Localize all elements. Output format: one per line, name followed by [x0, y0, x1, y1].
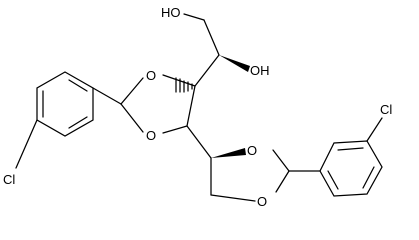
bond-c5-ch2 [203, 19, 220, 56]
label-o3: O [247, 143, 257, 158]
label-cl-right: Cl [380, 102, 392, 117]
label-oh-top: HO [161, 5, 181, 20]
label-o2: O [146, 128, 156, 143]
label-o1: O [146, 68, 156, 83]
wedge-bond-o3 [211, 148, 246, 158]
bond-ring-acetal-left [92, 87, 122, 105]
bond-c3-c2prime [186, 125, 212, 159]
bond-cl-right [366, 117, 383, 142]
bond-cl-left [15, 119, 38, 169]
label-cl-left: Cl [3, 172, 15, 187]
right-dioxolane-ring [210, 149, 290, 202]
label-o4: O [257, 194, 267, 209]
label-oh-side: OH [250, 63, 270, 78]
right-benzene-ring [319, 140, 383, 197]
chemical-structure-diagram: HO OH O O O O Cl Cl [3, 5, 392, 209]
bond-c4-c5 [194, 54, 220, 87]
left-dioxolane-ring [120, 74, 196, 134]
hashed-wedge-o1 [175, 77, 193, 93]
wedge-bond-oh [219, 55, 250, 72]
left-benzene-ring [36, 71, 94, 137]
bond-ch2-oh [183, 13, 205, 21]
